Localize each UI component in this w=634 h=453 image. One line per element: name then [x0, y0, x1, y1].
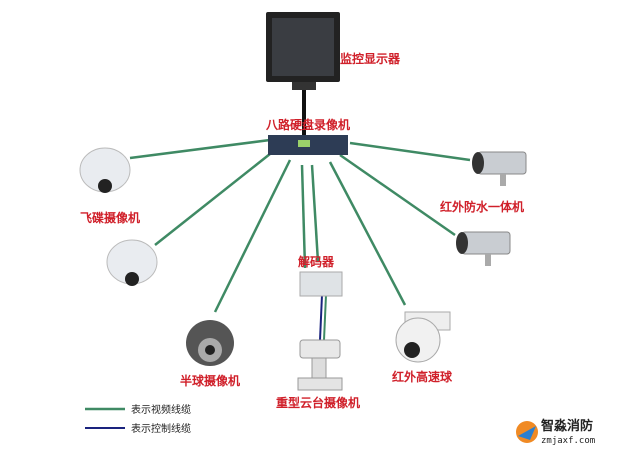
bullet-camera-icon: [472, 151, 527, 186]
dome-camera-label: 半球摄像机: [180, 373, 240, 388]
ufo-camera-label: 飞碟摄像机: [80, 210, 140, 225]
watermark-logo: 智淼消防 zmjaxf.com: [516, 418, 595, 446]
dvr-label: 八路硬盘录像机: [265, 117, 350, 132]
watermark-name: 智淼消防: [541, 418, 593, 434]
ptz-camera-label: 重型云台摄像机: [276, 395, 360, 410]
cable-speed: [328, 161, 407, 306]
video-cables: [129, 138, 471, 313]
speed-dome-icon: [395, 311, 451, 363]
legend-video-label: 表示视频线缆: [131, 403, 191, 416]
monitor-label: 监控显示器: [340, 51, 401, 66]
dome-camera-icon: [186, 320, 234, 366]
decoder-label: 解码器: [298, 254, 335, 269]
speed-dome-label: 红外高速球: [392, 369, 453, 384]
cable-decoder: [310, 164, 320, 263]
legend: 表示视频线缆 表示控制线缆: [85, 403, 191, 435]
cable-ufo-2: [154, 149, 276, 246]
cable-ufo-1: [129, 138, 271, 160]
cable-ptz: [300, 164, 307, 269]
bullet-camera-label: 红外防水一体机: [440, 199, 524, 214]
dvr-icon: [268, 135, 348, 155]
control-cable: [319, 294, 323, 341]
ufo-camera-icon: [106, 239, 158, 286]
decoder-icon: [299, 271, 343, 297]
ufo-camera-icon: [79, 147, 131, 193]
monitor-icon: [266, 12, 340, 90]
cable-bullet-2: [339, 153, 456, 237]
legend-control-label: 表示控制线缆: [131, 422, 191, 435]
watermark-url: zmjaxf.com: [541, 436, 595, 446]
cable-dome: [213, 159, 292, 313]
ptz-camera-icon: [297, 339, 343, 391]
bullet-camera-icon: [456, 231, 511, 266]
cable-bullet-1: [349, 141, 471, 162]
